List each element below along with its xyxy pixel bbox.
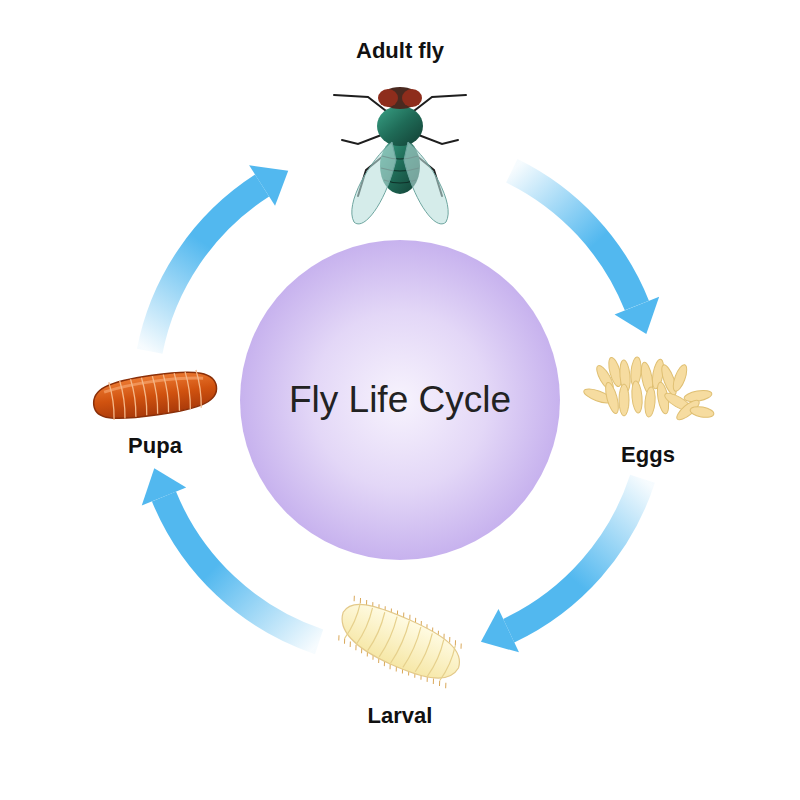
stage-label: Larval <box>368 703 433 728</box>
stage-pupa: Pupa <box>85 362 225 458</box>
stage-label: Adult fly <box>356 38 444 63</box>
arrow-shaft <box>509 479 643 631</box>
stage-label: Eggs <box>621 442 675 467</box>
arrow-shaft <box>150 186 262 352</box>
pupa-illustration <box>91 367 219 424</box>
arrow-shaft <box>512 171 637 306</box>
cycle-heading: Fly Life Cycle <box>289 379 511 421</box>
center-circle: Fly Life Cycle <box>240 240 560 560</box>
arrow-head <box>615 297 660 334</box>
stage-larva: Larval <box>330 592 470 728</box>
stage-label: Pupa <box>128 433 182 458</box>
cycle-arrow <box>512 171 659 334</box>
stage-adult: Adult fly <box>300 38 500 236</box>
arrow-head <box>142 468 186 505</box>
stage-eggs: Eggs <box>580 345 716 467</box>
fly-illustration <box>334 87 466 224</box>
eggs-illustration <box>582 356 714 423</box>
arrow-head <box>249 165 288 205</box>
larva-illustration <box>330 589 471 694</box>
arrow-head <box>481 609 519 652</box>
